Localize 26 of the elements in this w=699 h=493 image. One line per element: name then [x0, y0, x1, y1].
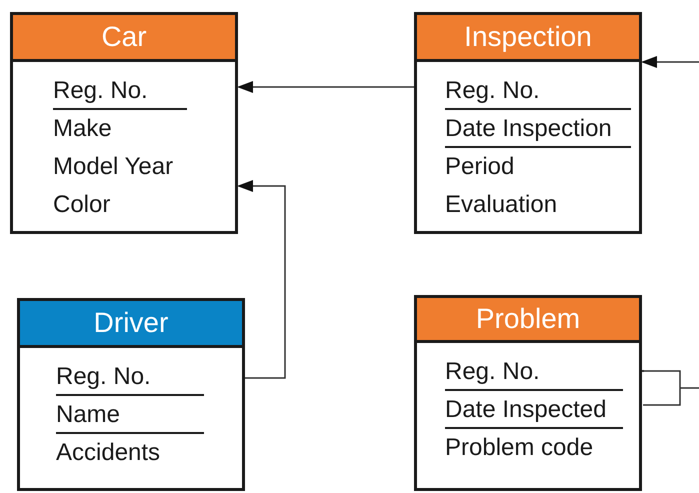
arrow	[237, 180, 286, 379]
table-header: Driver	[20, 301, 242, 348]
key-field: Reg. No.	[53, 72, 187, 110]
entity-table	[10, 12, 238, 234]
field: Make	[53, 110, 187, 148]
field: Model Year	[53, 148, 187, 186]
key-field: Date Inspected	[445, 391, 623, 429]
entity-table	[414, 12, 642, 234]
field: Accidents	[56, 434, 204, 472]
field: Evaluation	[445, 186, 631, 224]
connector-line	[642, 370, 699, 406]
arrow	[237, 81, 414, 93]
field: Period	[445, 148, 631, 186]
table-header: Problem	[417, 298, 639, 343]
arrow	[641, 56, 699, 68]
table-header: Inspection	[417, 15, 639, 62]
key-field: Date Inspection	[445, 110, 631, 148]
field: Color	[53, 186, 187, 224]
field: Problem code	[445, 429, 623, 467]
key-field: Reg. No.	[56, 358, 204, 396]
entity-table	[17, 298, 245, 491]
key-field: Reg. No.	[445, 353, 623, 391]
entity-table	[414, 295, 642, 491]
table-header: Car	[13, 15, 235, 62]
key-field: Reg. No.	[445, 72, 631, 110]
key-field: Name	[56, 396, 204, 434]
